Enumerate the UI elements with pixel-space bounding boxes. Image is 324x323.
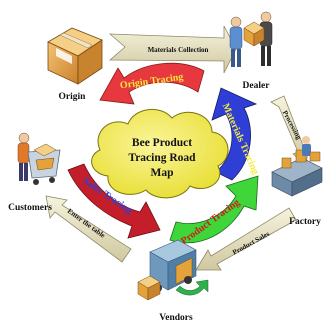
tracing-arrow-origin: Origin Tracing <box>99 62 205 105</box>
origin-box-icon <box>47 27 103 85</box>
flow-label-materials-collection: Materials Collection <box>148 46 209 54</box>
center-title-line3: Map <box>151 167 174 179</box>
node-label-dealer: Dealer <box>243 81 271 91</box>
vendors-truck-icon <box>137 239 209 301</box>
origin-tracing-shape <box>99 62 205 105</box>
factory-machine-icon <box>271 136 323 197</box>
center-title-line1: Bee Product <box>132 137 192 149</box>
customers-cart-icon <box>17 132 61 185</box>
sales-tracing-shape <box>67 163 161 239</box>
center-cloud: Bee Product Tracing Road Map <box>91 109 229 199</box>
node-label-customers: Customers <box>8 203 52 213</box>
materials-tracing-shape <box>211 87 258 181</box>
node-label-factory: Factory <box>289 217 321 227</box>
node-label-origin: Origin <box>59 92 87 102</box>
dealer-people-icon <box>229 11 273 67</box>
node-label-vendors: Vendors <box>159 313 193 323</box>
product-tracing-shape <box>169 175 259 244</box>
flow-arrow-materials-collection: Materials Collection <box>108 25 237 74</box>
center-title-line2: Tracing Road <box>128 152 196 164</box>
